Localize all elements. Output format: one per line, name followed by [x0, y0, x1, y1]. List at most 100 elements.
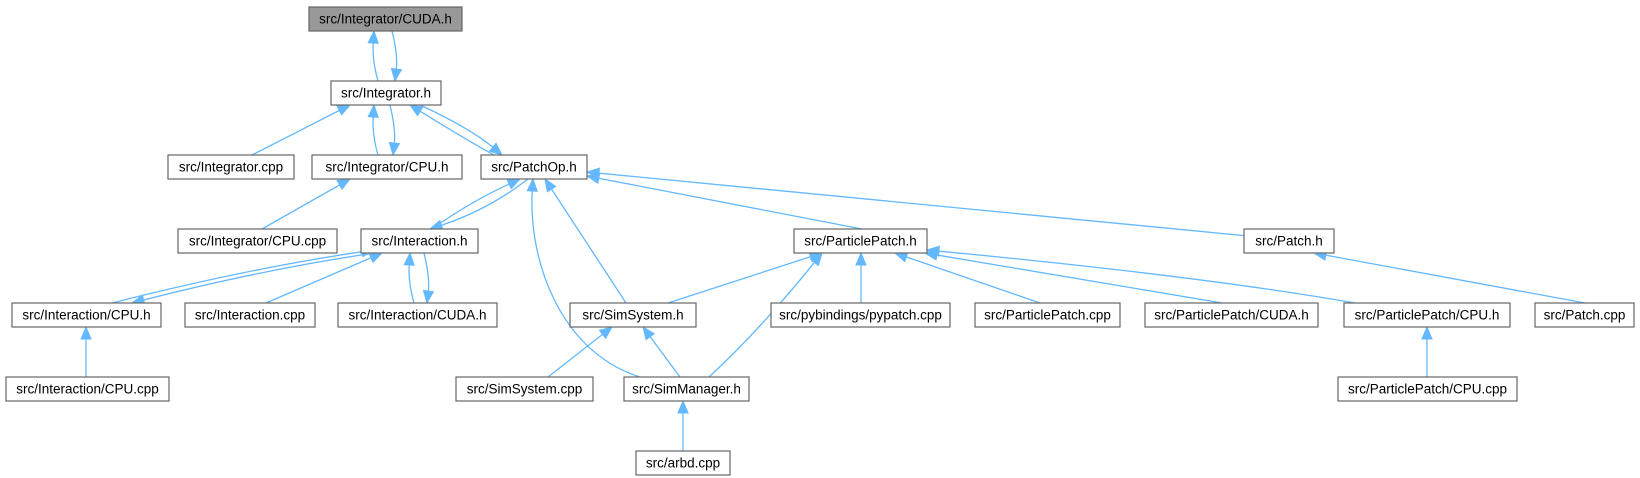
node-simsystem-cpp[interactable]: src/SimSystem.cpp — [455, 376, 594, 402]
node-interaction-cpu-cpp[interactable]: src/Interaction/CPU.cpp — [5, 376, 170, 402]
node-label: src/Integrator/CUDA.h — [319, 12, 452, 27]
edge-simmanager_h-to-patchop_h — [526, 177, 641, 378]
node-label: src/PatchOp.h — [491, 160, 577, 175]
node-box — [1534, 302, 1635, 328]
node-patchop-h[interactable]: src/PatchOp.h — [480, 154, 588, 180]
edge-line — [142, 252, 375, 301]
arrow-head-icon — [925, 245, 940, 257]
node-pypatch-cpp[interactable]: src/pybindings/pypatch.cpp — [770, 302, 951, 328]
edge-particlepatch_cpu_cpp-to-particlepatch_cpu_h — [1421, 325, 1433, 377]
edge-line — [251, 109, 341, 156]
node-label: src/SimSystem.h — [582, 308, 683, 323]
node-interaction-cuda-h[interactable]: src/Interaction/CUDA.h — [337, 302, 498, 328]
node-box — [1144, 302, 1319, 328]
node-label: src/ParticlePatch/CPU.h — [1355, 308, 1500, 323]
edge-line — [440, 178, 529, 227]
arrow-head-icon — [642, 325, 656, 341]
node-particlepatch-cpu-h[interactable]: src/ParticlePatch/CPU.h — [1343, 302, 1511, 328]
arrow-head-icon — [368, 252, 384, 264]
arrow-head-icon — [855, 251, 867, 266]
arrow-head-icon — [809, 251, 823, 267]
edge-interaction_cpu_cpp-to-interaction_cpu_h — [80, 325, 92, 377]
arrow-head-icon — [544, 177, 557, 193]
node-label: src/Interaction/CPU.h — [22, 308, 150, 323]
edge-patch_h-to-patchop_h — [585, 167, 1249, 237]
edge-line — [905, 255, 1041, 304]
arrow-head-icon — [336, 178, 352, 191]
node-particlepatch-cpp[interactable]: src/ParticlePatch.cpp — [974, 302, 1121, 328]
node-label: src/ParticlePatch.cpp — [984, 308, 1111, 323]
edge-interaction_h-to-interaction_cpu_h — [130, 252, 375, 306]
edge-line — [419, 110, 495, 156]
node-interaction-h[interactable]: src/Interaction.h — [360, 228, 479, 254]
node-box — [770, 302, 951, 328]
node-patch-h[interactable]: src/Patch.h — [1243, 228, 1335, 254]
node-integrator-h[interactable]: src/Integrator.h — [330, 80, 442, 106]
edge-integrator_cpu_cpp-to-integrator_cpu_h — [261, 178, 352, 230]
edge-simsystem_h-to-particlepatch_h — [667, 251, 824, 304]
edge-line — [391, 30, 398, 71]
node-integrator-cpu-h[interactable]: src/Integrator/CPU.h — [311, 154, 463, 180]
edge-line — [937, 250, 1356, 304]
edge-interaction_h-to-patchop_h — [431, 178, 522, 230]
node-label: src/Interaction.cpp — [195, 308, 305, 323]
edge-line — [547, 333, 604, 378]
edge-line — [550, 187, 627, 304]
node-particlepatch-cpu-cpp[interactable]: src/ParticlePatch/CPU.cpp — [1337, 376, 1518, 402]
edge-line — [597, 172, 1249, 237]
node-label: src/Interaction/CUDA.h — [348, 308, 486, 323]
node-integrator-cpu-cpp[interactable]: src/Integrator/CPU.cpp — [177, 228, 338, 254]
node-box — [974, 302, 1121, 328]
edge-interaction_cpu_h-to-interaction_h — [111, 246, 376, 304]
edge-integrator_h-to-patchop_h — [419, 104, 503, 156]
node-simmanager-h[interactable]: src/SimManager.h — [623, 376, 750, 402]
node-label: src/Interaction/CPU.cpp — [16, 382, 159, 397]
node-integrator-cpp[interactable]: src/Integrator.cpp — [167, 154, 295, 180]
arrow-head-icon — [80, 325, 92, 340]
node-box — [623, 376, 750, 402]
node-integrator-cuda-h: src/Integrator/CUDA.h — [308, 6, 463, 32]
arrow-head-icon — [526, 177, 538, 192]
node-interaction-cpp[interactable]: src/Interaction.cpp — [184, 302, 316, 328]
node-box — [480, 154, 588, 180]
edge-integrator_h-to-integrator_cuda_h — [367, 29, 379, 82]
node-box — [569, 302, 697, 328]
edge-line — [423, 252, 430, 293]
edge-particlepatch_h-to-patchop_h — [585, 172, 863, 230]
node-label: src/ParticlePatch.h — [804, 234, 917, 249]
node-label: src/pybindings/pypatch.cpp — [779, 308, 942, 323]
node-label: src/Interaction.h — [371, 234, 467, 249]
node-box — [793, 228, 928, 254]
edge-interaction_cuda_h-to-interaction_h — [403, 251, 415, 304]
node-interaction-cpu-h[interactable]: src/Interaction/CPU.h — [11, 302, 162, 328]
node-label: src/Integrator/CPU.cpp — [189, 234, 326, 249]
arrow-head-icon — [1421, 325, 1433, 340]
edge-layer — [80, 29, 1586, 451]
node-simsystem-h[interactable]: src/SimSystem.h — [569, 302, 697, 328]
node-box — [167, 154, 295, 180]
edge-line — [261, 183, 341, 230]
edge-interaction_h-to-interaction_cuda_h — [422, 252, 435, 305]
edge-line — [935, 254, 1223, 304]
node-patch-cpp[interactable]: src/Patch.cpp — [1534, 302, 1635, 328]
node-arbd-cpp[interactable]: src/arbd.cpp — [635, 450, 731, 476]
edge-integrator_cpp-to-integrator_h — [251, 104, 352, 156]
edge-line — [531, 189, 641, 378]
arrow-head-icon — [598, 326, 614, 340]
node-particlepatch-h[interactable]: src/ParticlePatch.h — [793, 228, 928, 254]
edge-line — [265, 256, 373, 304]
node-label: src/arbd.cpp — [646, 456, 720, 471]
node-label: src/Patch.cpp — [1544, 308, 1626, 323]
node-box — [1243, 228, 1335, 254]
edge-particlepatch_cpu_h-to-particlepatch_h — [925, 245, 1356, 304]
node-box — [455, 376, 594, 402]
arrow-head-icon — [388, 141, 401, 157]
node-label: src/Patch.h — [1255, 234, 1323, 249]
node-label: src/Integrator.h — [341, 86, 431, 101]
arrow-head-icon — [367, 103, 379, 118]
node-box — [177, 228, 338, 254]
arrow-head-icon — [367, 29, 379, 44]
edge-integrator_cpu_h-to-integrator_h — [367, 103, 379, 156]
edge-line — [372, 41, 379, 82]
node-particlepatch-cuda-h[interactable]: src/ParticlePatch/CUDA.h — [1144, 302, 1319, 328]
